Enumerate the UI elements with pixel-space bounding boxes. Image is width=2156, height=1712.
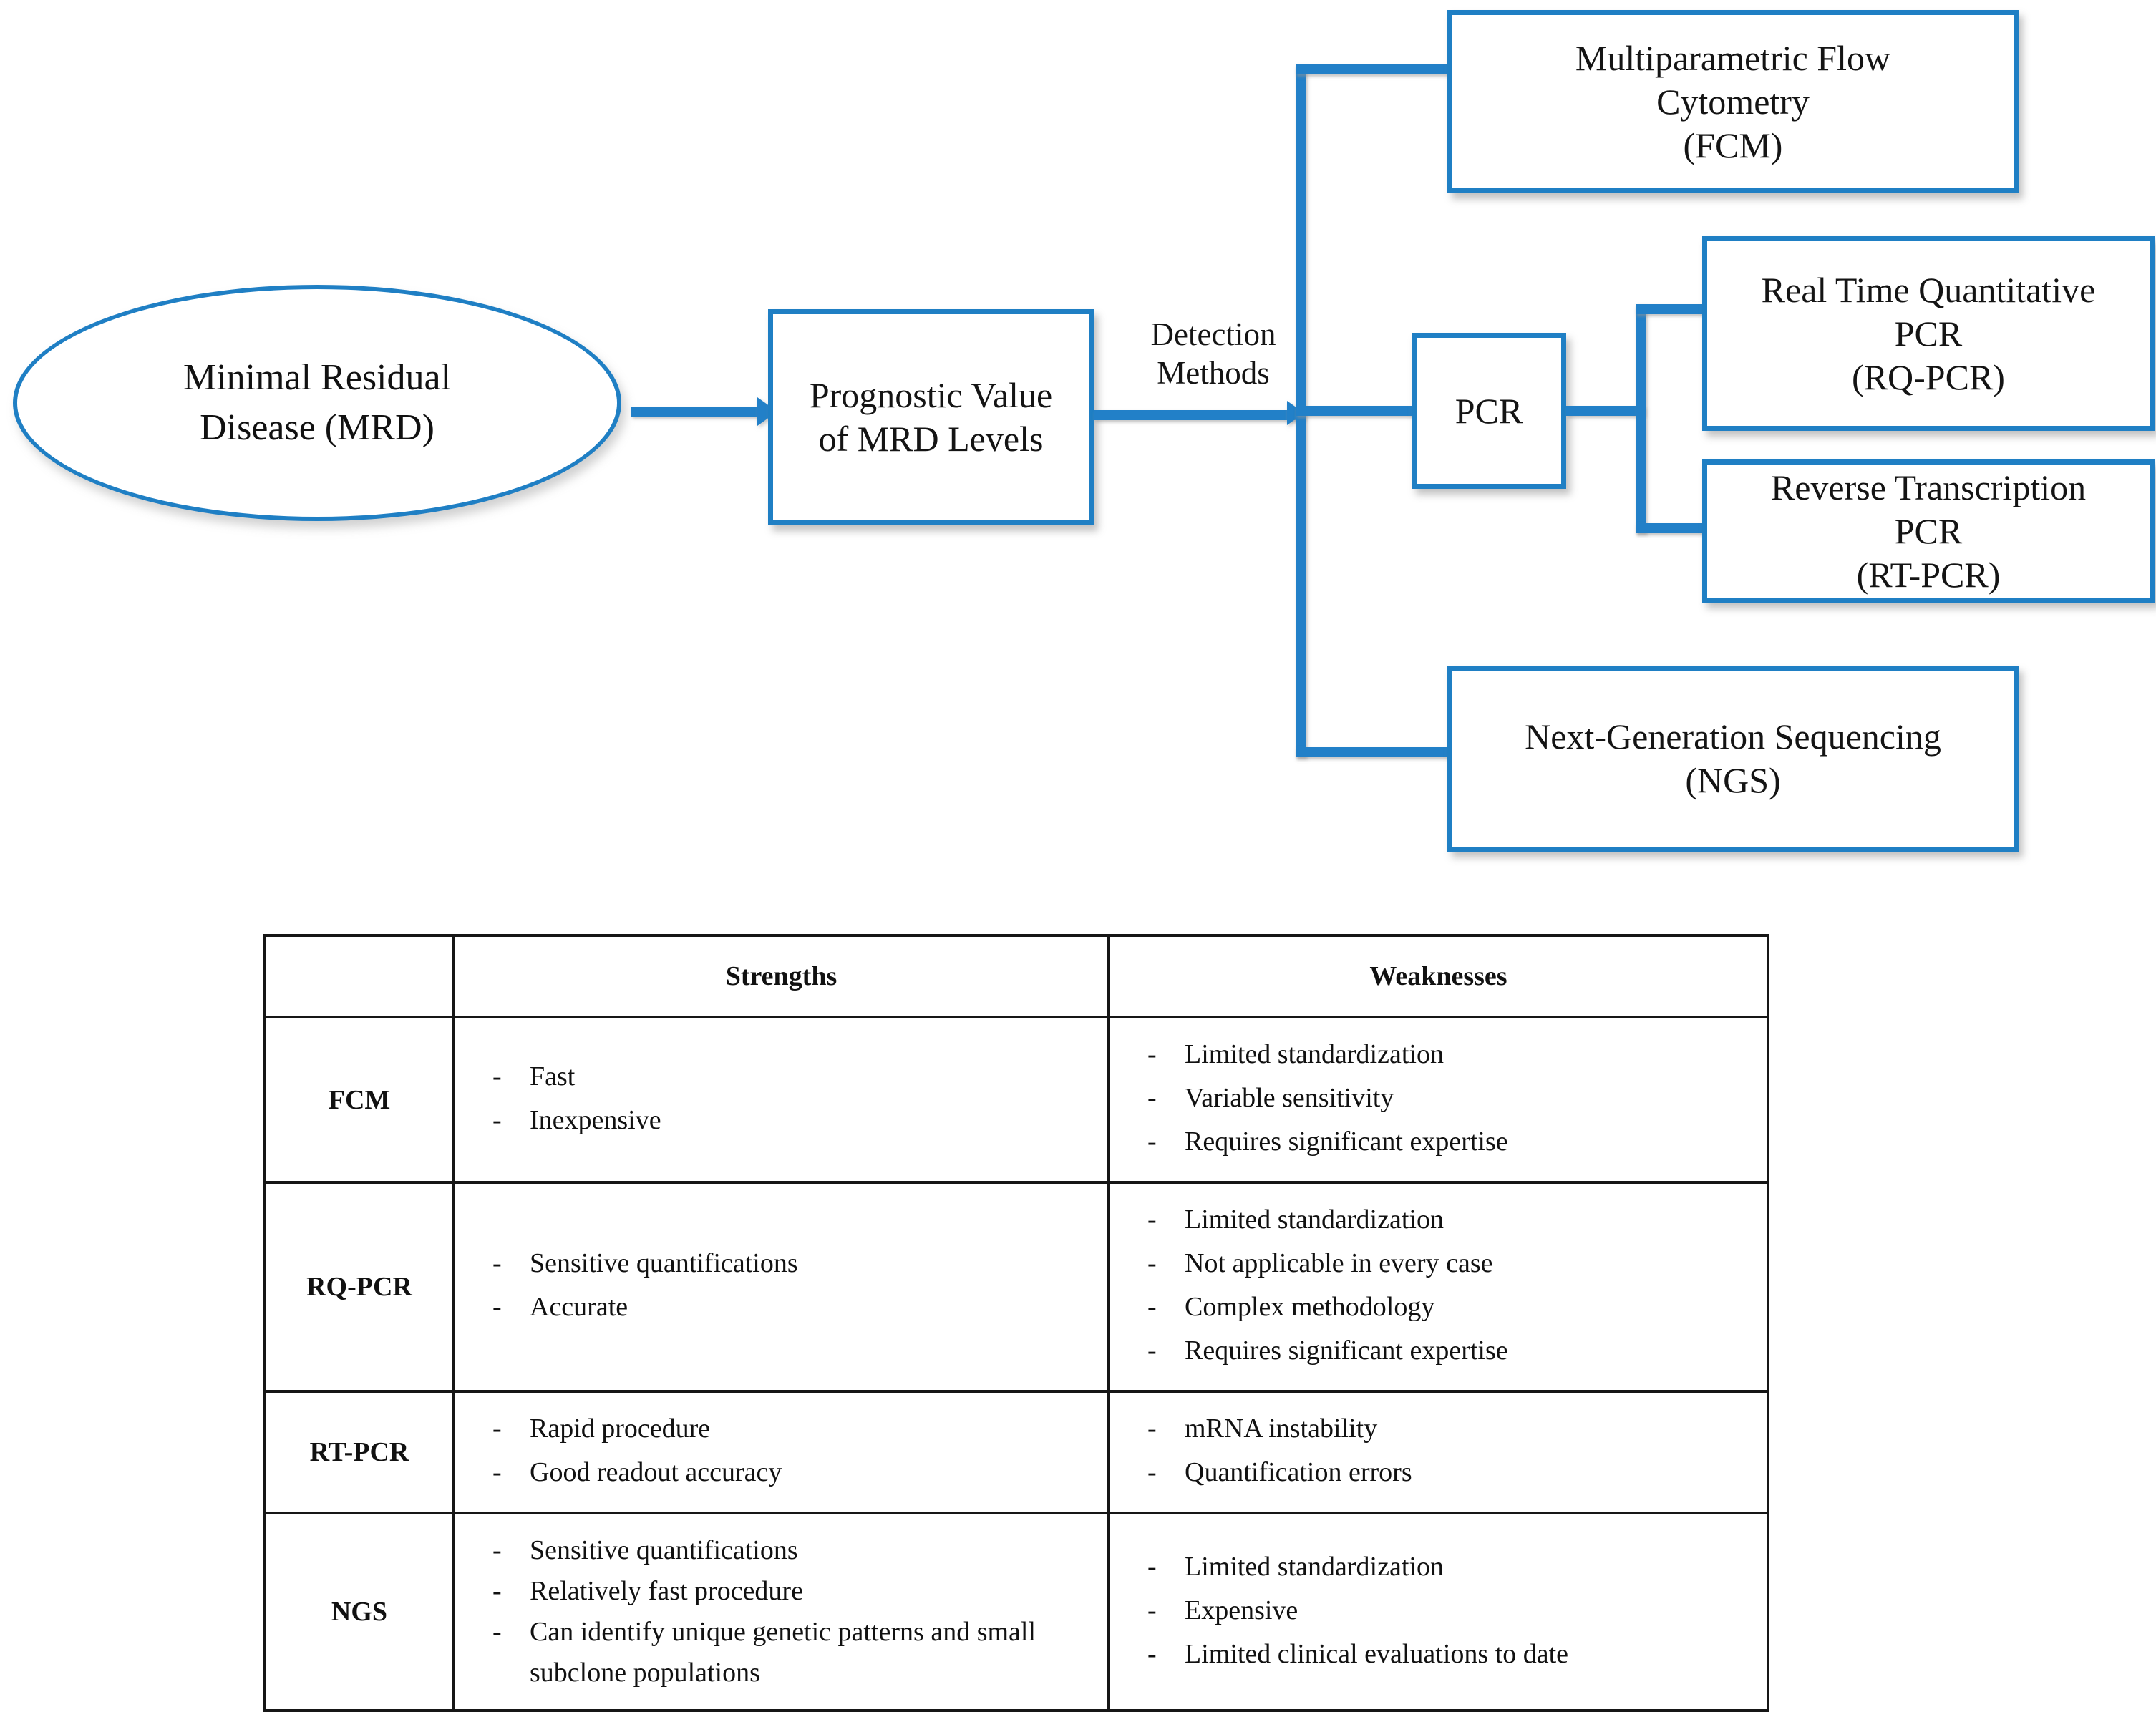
list-item: Fast — [488, 1056, 1097, 1097]
list-item: Limited clinical evaluations to date — [1143, 1634, 1757, 1675]
cell-strengths: Rapid procedure Good readout accuracy — [452, 1390, 1110, 1514]
cell-strengths: Sensitive quantifications Accurate — [452, 1181, 1110, 1393]
cell-method: RQ-PCR — [263, 1181, 455, 1393]
connector-pcr-subtrunk — [1636, 304, 1646, 533]
cell-strengths: Sensitive quantifications Relatively fas… — [452, 1512, 1110, 1712]
list-item: mRNA instability — [1143, 1409, 1757, 1449]
table-row: RT-PCR Rapid procedure Good readout accu… — [263, 1390, 1769, 1514]
node-prognostic-value: Prognostic Value of MRD Levels — [768, 309, 1094, 525]
mrd-detection-flowchart: Minimal Residual Disease (MRD) Prognosti… — [13, 10, 2155, 852]
strengths-list: Fast Inexpensive — [455, 1041, 1107, 1159]
list-item: Accurate — [488, 1287, 1097, 1328]
node-ngs: Next-Generation Sequencing (NGS) — [1447, 666, 2019, 852]
node-pcr: PCR — [1412, 333, 1566, 489]
list-item: Variable sensitivity — [1143, 1078, 1757, 1119]
connector-pcr-to-subtrunk — [1566, 406, 1645, 416]
list-item: Sensitive quantifications — [488, 1243, 1097, 1284]
list-item: Quantification errors — [1143, 1452, 1757, 1493]
connector-trunk-to-pcr — [1296, 406, 1417, 416]
node-label-prognostic-value: Prognostic Value of MRD Levels — [809, 375, 1053, 459]
connector-subtrunk-to-rtpcr — [1636, 523, 1711, 533]
header-weaknesses: Weaknesses — [1107, 934, 1769, 1018]
node-label-pcr: PCR — [1455, 390, 1523, 431]
cell-weaknesses: Limited standardization Not applicable i… — [1107, 1181, 1769, 1393]
cell-weaknesses: Limited standardization Expensive Limite… — [1107, 1512, 1769, 1712]
cell-strengths: Fast Inexpensive — [452, 1016, 1110, 1184]
table-row: NGS Sensitive quantifications Relatively… — [263, 1512, 1769, 1712]
list-item: Sensitive quantifications — [488, 1530, 1097, 1571]
cell-method: FCM — [263, 1016, 455, 1184]
node-label-ngs: Next-Generation Sequencing (NGS) — [1525, 716, 1941, 800]
strengths-weaknesses-table: Strengths Weaknesses FCM Fast Inexpensiv… — [263, 934, 1769, 1712]
list-item: Requires significant expertise — [1143, 1122, 1757, 1162]
header-strengths: Strengths — [452, 934, 1110, 1018]
weaknesses-list: mRNA instability Quantification errors — [1110, 1393, 1767, 1512]
table-header-row: Strengths Weaknesses — [263, 934, 1769, 1018]
connector-mrd-to-prognostic — [631, 407, 762, 417]
list-item: Limited standardization — [1143, 1547, 1757, 1587]
list-item: Good readout accuracy — [488, 1452, 1097, 1493]
strengths-list: Rapid procedure Good readout accuracy — [455, 1393, 1107, 1512]
table-row: RQ-PCR Sensitive quantifications Accurat… — [263, 1181, 1769, 1393]
connector-subtrunk-to-rqpcr — [1636, 304, 1711, 314]
list-item: Complex methodology — [1143, 1287, 1757, 1328]
label-detection-methods: Detection Methods — [1150, 316, 1276, 391]
list-item: Limited standardization — [1143, 1034, 1757, 1075]
weaknesses-list: Limited standardization Expensive Limite… — [1110, 1531, 1767, 1693]
node-label-fcm: Multiparametric Flow Cytometry (FCM) — [1575, 37, 1891, 165]
list-item: Limited standardization — [1143, 1200, 1757, 1240]
header-blank — [263, 934, 455, 1018]
table-row: FCM Fast Inexpensive Limited standardiza… — [263, 1016, 1769, 1184]
list-item: Requires significant expertise — [1143, 1331, 1757, 1371]
node-label-mrd: Minimal Residual Disease (MRD) — [183, 356, 452, 448]
list-item: Inexpensive — [488, 1100, 1097, 1141]
cell-method: NGS — [263, 1512, 455, 1712]
node-flow-cytometry: Multiparametric Flow Cytometry (FCM) — [1447, 10, 2019, 193]
strengths-list: Sensitive quantifications Relatively fas… — [455, 1514, 1107, 1709]
list-item: Rapid procedure — [488, 1409, 1097, 1449]
node-label-rq-pcr: Real Time Quantitative PCR (RQ-PCR) — [1761, 269, 2096, 397]
connector-trunk-to-ngs — [1296, 747, 1455, 757]
cell-weaknesses: Limited standardization Variable sensiti… — [1107, 1016, 1769, 1184]
strengths-list: Sensitive quantifications Accurate — [455, 1227, 1107, 1346]
node-label-rt-pcr: Reverse Transcription PCR (RT-PCR) — [1770, 467, 2087, 595]
weaknesses-list: Limited standardization Variable sensiti… — [1110, 1018, 1767, 1181]
connector-trunk-to-fcm — [1296, 64, 1455, 74]
cell-method: RT-PCR — [263, 1390, 455, 1514]
node-rt-pcr: Reverse Transcription PCR (RT-PCR) — [1702, 459, 2155, 603]
node-rq-pcr: Real Time Quantitative PCR (RQ-PCR) — [1702, 236, 2155, 431]
list-item: Relatively fast procedure — [488, 1571, 1097, 1612]
list-item: Can identify unique genetic patterns and… — [488, 1612, 1097, 1693]
node-minimal-residual-disease: Minimal Residual Disease (MRD) — [13, 285, 621, 521]
weaknesses-list: Limited standardization Not applicable i… — [1110, 1184, 1767, 1390]
list-item: Not applicable in every case — [1143, 1243, 1757, 1284]
connector-prognostic-to-trunk — [1094, 410, 1305, 420]
list-item: Expensive — [1143, 1590, 1757, 1631]
cell-weaknesses: mRNA instability Quantification errors — [1107, 1390, 1769, 1514]
